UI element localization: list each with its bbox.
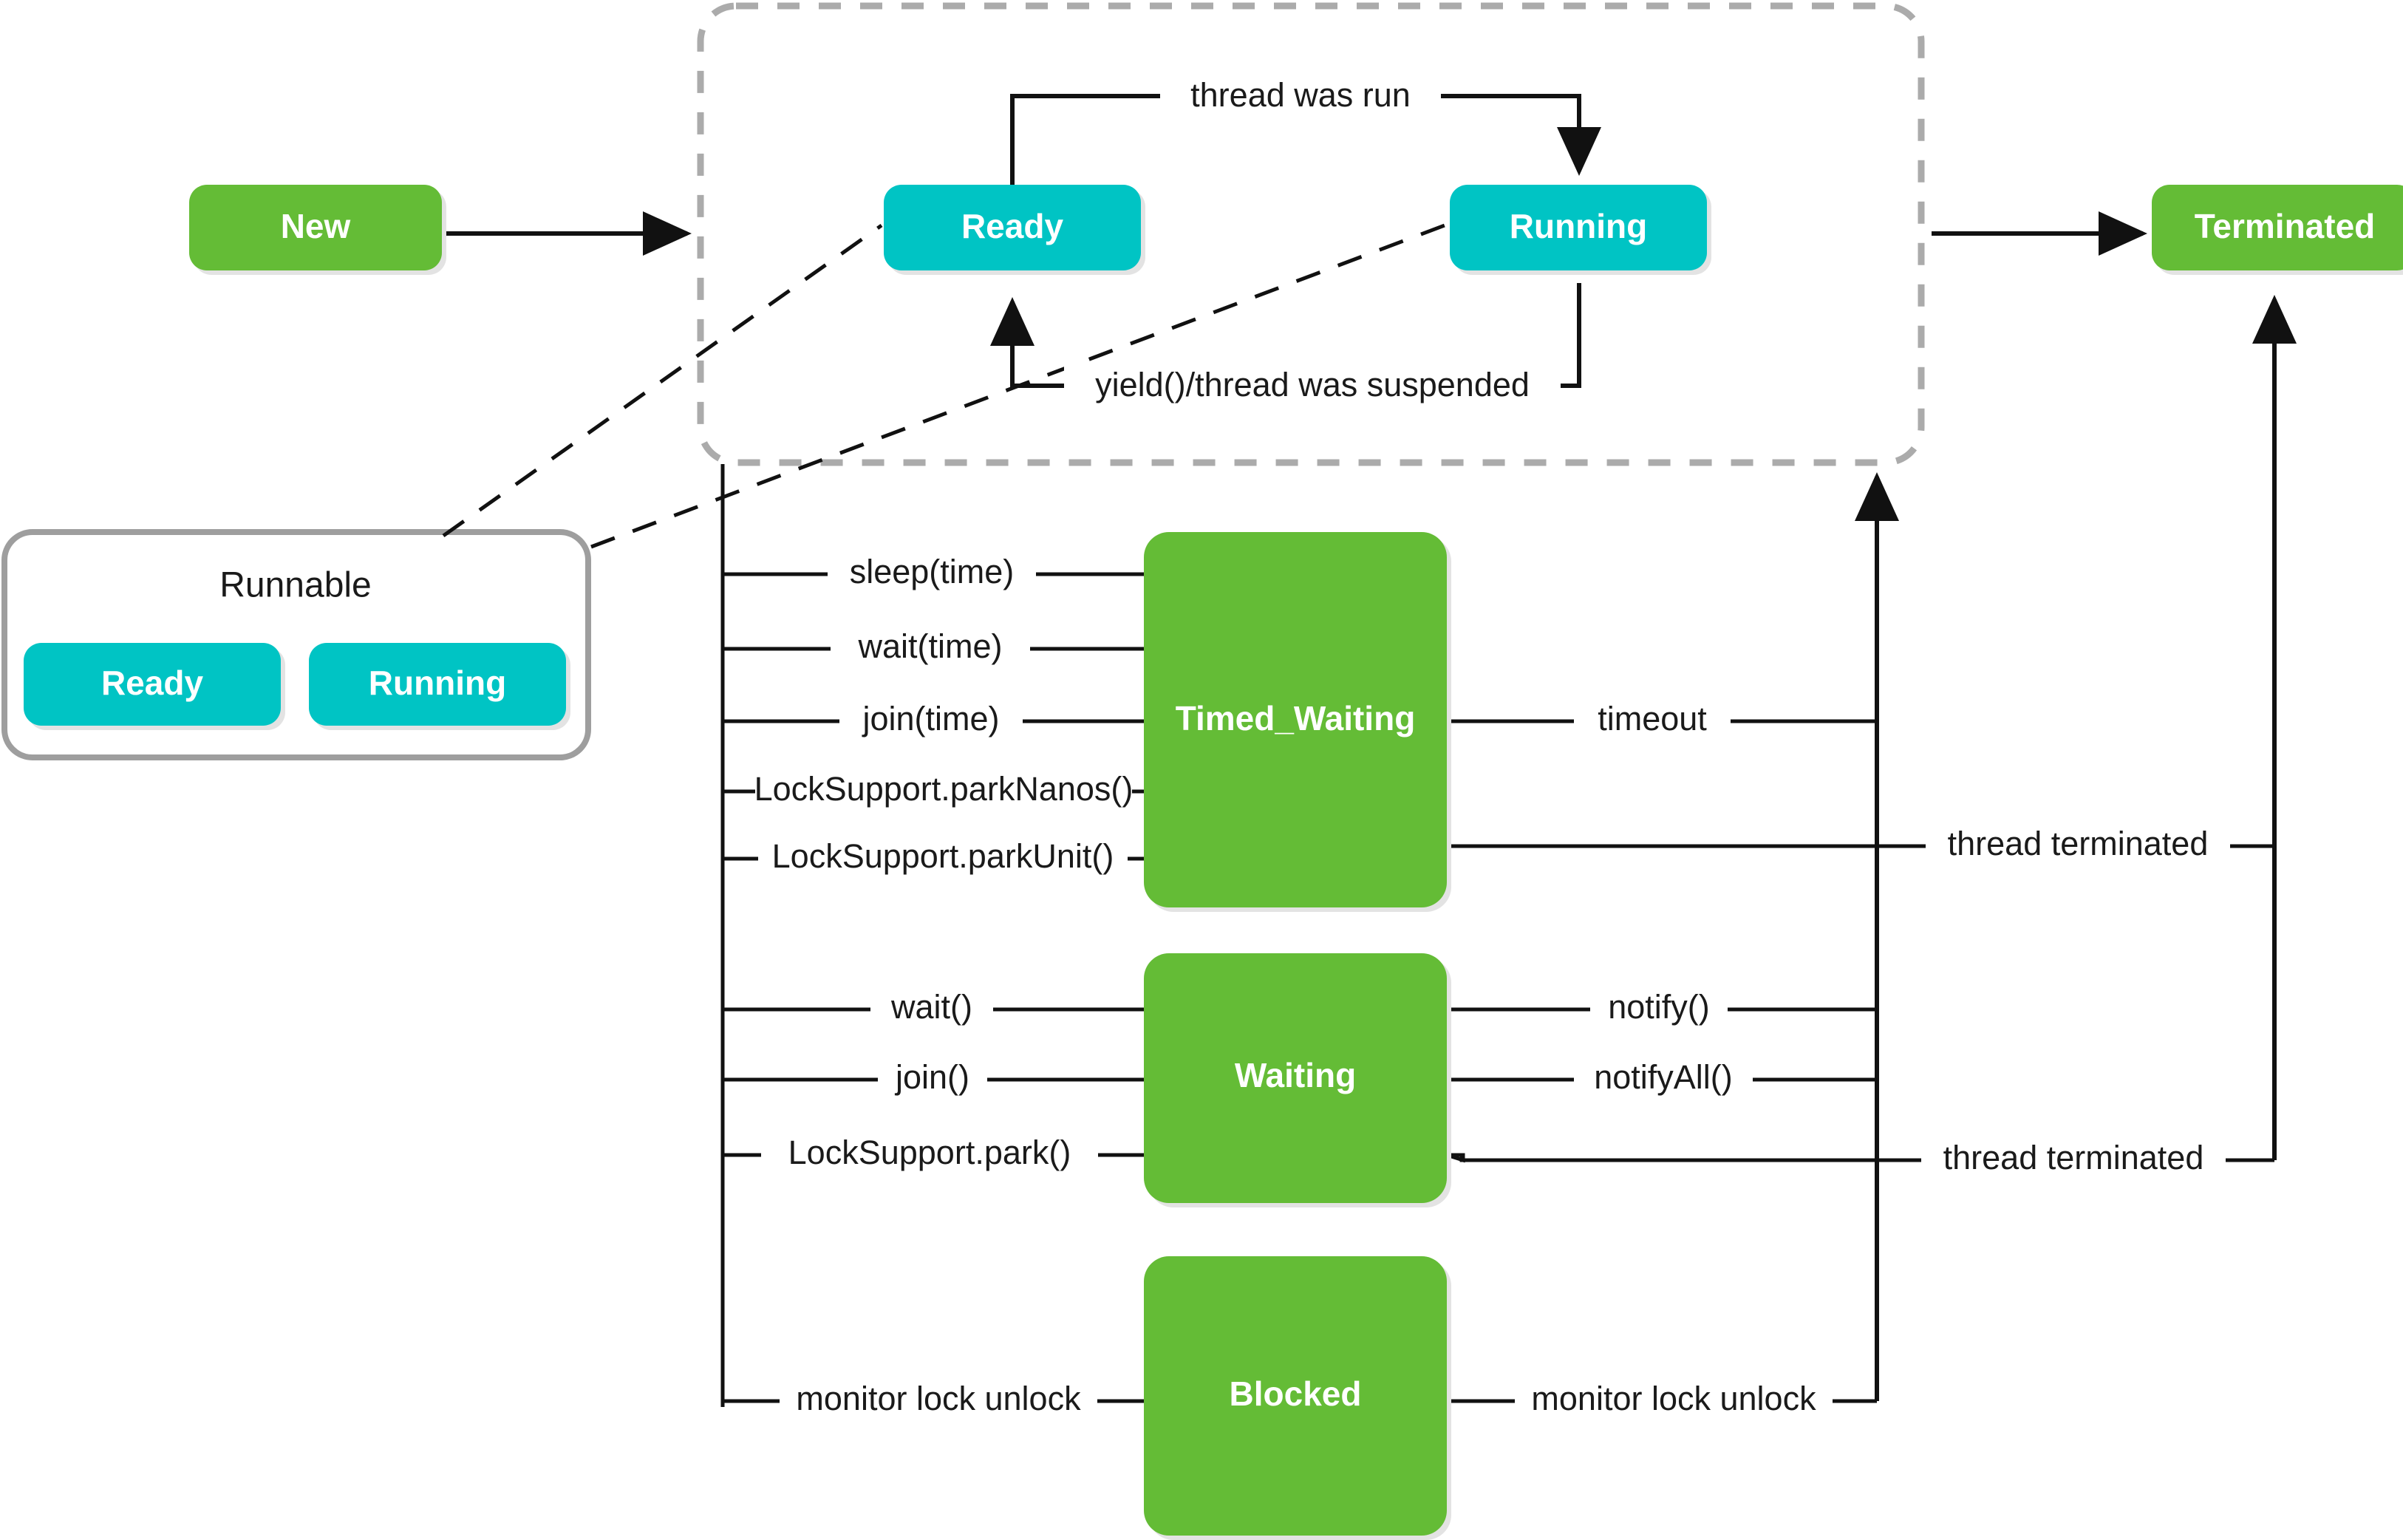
svg-text:join(time): join(time)	[861, 700, 999, 737]
node-blocked-label: Blocked	[1230, 1374, 1362, 1413]
node-timed-waiting[interactable]: Timed_Waiting	[1144, 532, 1451, 912]
node-new[interactable]: New	[189, 185, 446, 275]
svg-text:thread was run: thread was run	[1190, 76, 1411, 114]
edge-label-thread-was-run: thread was run	[1160, 74, 1441, 120]
runnable-group-title: Runnable	[219, 566, 372, 605]
svg-text:notify(): notify()	[1608, 988, 1710, 1026]
svg-text:notifyAll(): notifyAll()	[1594, 1058, 1733, 1096]
svg-text:timeout: timeout	[1598, 700, 1707, 737]
legend-node-running-label: Running	[369, 664, 507, 702]
svg-text:LockSupport.park(): LockSupport.park()	[788, 1134, 1071, 1171]
svg-text:join(): join()	[894, 1058, 969, 1096]
node-terminated[interactable]: Terminated	[2152, 185, 2403, 275]
node-running-label: Running	[1510, 207, 1648, 245]
legend-node-ready-label: Ready	[101, 664, 203, 702]
node-blocked[interactable]: Blocked	[1144, 1256, 1451, 1540]
svg-text:LockSupport.parkNanos(): LockSupport.parkNanos()	[754, 770, 1134, 808]
node-terminated-label: Terminated	[2195, 207, 2376, 245]
edge-label-sleep-time: sleep(time)	[828, 552, 1036, 596]
node-ready[interactable]: Ready	[884, 185, 1145, 275]
edge-label-wait: wait()	[870, 987, 993, 1032]
legend-node-ready[interactable]: Ready	[24, 643, 285, 730]
svg-text:wait(): wait()	[890, 988, 972, 1026]
leader-line-ready	[442, 223, 883, 538]
node-new-label: New	[281, 207, 351, 245]
edge-label-park: LockSupport.park()	[761, 1133, 1098, 1177]
edge-label-notify: notify()	[1590, 987, 1728, 1032]
node-running[interactable]: Running	[1450, 185, 1711, 275]
edge-label-yield-suspended: yield()/thread was suspended	[1064, 364, 1561, 409]
edge-label-notify-all: notifyAll()	[1574, 1057, 1753, 1102]
node-timed-waiting-label: Timed_Waiting	[1176, 699, 1416, 737]
legend-node-running[interactable]: Running	[309, 643, 570, 730]
svg-text:yield()/thread was suspended: yield()/thread was suspended	[1095, 366, 1530, 403]
svg-text:sleep(time): sleep(time)	[850, 553, 1015, 590]
node-waiting[interactable]: Waiting	[1144, 953, 1451, 1207]
edge-label-thread-terminated-1: thread terminated	[1926, 824, 2230, 868]
edge-label-monitor-lock-unlock-left: monitor lock unlock	[780, 1379, 1097, 1423]
node-waiting-label: Waiting	[1235, 1056, 1356, 1094]
svg-text:monitor lock unlock: monitor lock unlock	[796, 1380, 1081, 1417]
svg-text:thread terminated: thread terminated	[1948, 825, 2209, 862]
node-ready-label: Ready	[961, 207, 1063, 245]
edge-label-park-nanos: LockSupport.parkNanos()	[754, 769, 1134, 814]
svg-text:thread terminated: thread terminated	[1943, 1139, 2204, 1176]
edge-label-wait-time: wait(time)	[831, 627, 1030, 671]
edge-label-join: join()	[878, 1057, 987, 1102]
edge-label-park-unit: LockSupport.parkUnit()	[758, 837, 1128, 881]
edge-label-thread-terminated-2: thread terminated	[1921, 1138, 2226, 1182]
edge-label-timeout: timeout	[1574, 699, 1731, 743]
svg-text:monitor lock unlock: monitor lock unlock	[1531, 1380, 1816, 1417]
edge-label-join-time: join(time)	[839, 699, 1023, 743]
edge-label-monitor-lock-unlock-right: monitor lock unlock	[1515, 1379, 1833, 1423]
svg-text:wait(time): wait(time)	[857, 627, 1002, 665]
svg-text:LockSupport.parkUnit(): LockSupport.parkUnit()	[772, 837, 1114, 875]
